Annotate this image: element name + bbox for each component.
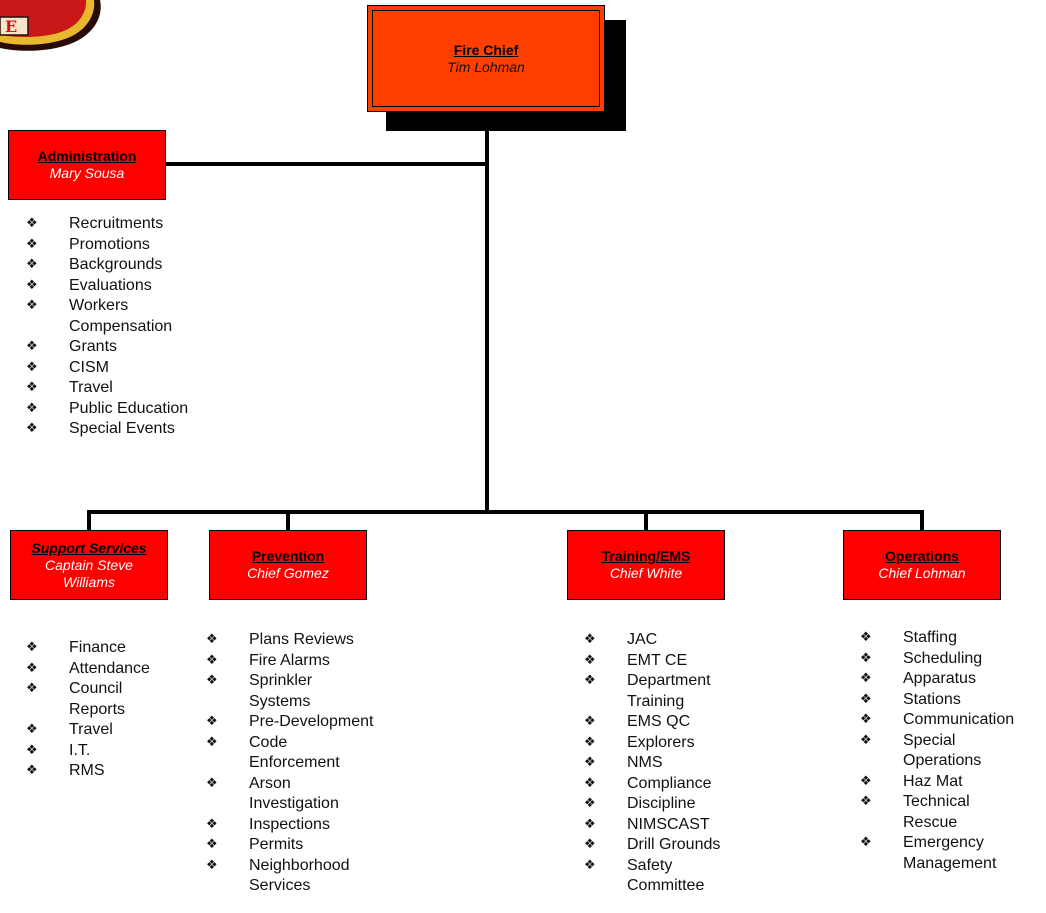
administration-duty-item: Recruitments [26, 214, 226, 235]
support-services-duty-item: I.T. [26, 741, 156, 762]
prevention-title: Prevention [251, 548, 325, 564]
administration-duty-item: Special Events [26, 419, 226, 440]
administration-duty-item: Travel [26, 378, 226, 399]
support-services-duty-item: Travel [26, 720, 156, 741]
administration-duty-item: Backgrounds [26, 255, 226, 276]
operations-duty-item: Special Operations [860, 731, 1013, 772]
training-ems-head-name: Chief White [609, 565, 683, 581]
operations-title: Operations [885, 548, 959, 564]
training-ems-duty-item: Explorers [584, 733, 744, 754]
operations-duty-item: Communication [860, 710, 1046, 731]
training-ems-duty-item: NMS [584, 753, 744, 774]
support-services-duty-item: Attendance [26, 659, 156, 680]
support-services-duties-list: Finance Attendance Council Reports Trave… [26, 638, 156, 782]
training-ems-duties-list: JAC EMT CE Department Training EMS QC Ex… [584, 630, 744, 897]
prevention-duty-item: Fire Alarms [206, 651, 406, 672]
administration-title: Administration [37, 148, 137, 164]
prevention-duty-item: Sprinkler Systems [206, 671, 369, 712]
support-services-title: Support Services [31, 539, 147, 556]
prevention-duty-item: Arson Investigation [206, 774, 379, 815]
training-ems-title: Training/EMS [601, 548, 691, 564]
operations-duties-list: Staffing Scheduling Apparatus Stations C… [860, 628, 1046, 874]
prevention-duty-item: Neighborhood Services [206, 856, 389, 897]
training-ems-duty-item: Compliance [584, 774, 744, 795]
administration-duty-item: CISM [26, 358, 226, 379]
logo-letter: E [5, 17, 17, 36]
operations-duty-item: Apparatus [860, 669, 1046, 690]
operations-duty-item: Scheduling [860, 649, 1046, 670]
prevention-duty-item: Pre-Development [206, 712, 406, 733]
administration-head-name: Mary Sousa [49, 165, 125, 181]
operations-duty-item: Haz Mat [860, 772, 1046, 793]
fire-chief-box: Fire Chief Tim Lohman [367, 5, 605, 112]
administration-duties-list: Recruitments Promotions Backgrounds Eval… [26, 214, 226, 440]
prevention-duty-item: Code Enforcement [206, 733, 369, 774]
prevention-duties-list: Plans Reviews Fire Alarms Sprinkler Syst… [206, 630, 406, 897]
training-ems-duty-item: Drill Grounds [584, 835, 744, 856]
prevention-box: Prevention Chief Gomez [209, 530, 367, 600]
operations-duty-item: Technical Rescue [860, 792, 1003, 833]
fire-chief-title: Fire Chief [453, 41, 519, 58]
training-ems-duty-item: JAC [584, 630, 744, 651]
fire-chief-name: Tim Lohman [447, 58, 525, 75]
prevention-duty-item: Plans Reviews [206, 630, 406, 651]
administration-duty-item: Grants [26, 337, 226, 358]
operations-duty-item: Emergency Management [860, 833, 1033, 874]
support-services-duty-item: Finance [26, 638, 156, 659]
support-services-box: Support Services Captain Steve Williams [10, 530, 168, 600]
fire-department-logo: E [0, 0, 101, 51]
prevention-duty-item: Inspections [206, 815, 406, 836]
administration-duty-item: Evaluations [26, 276, 226, 297]
training-ems-box: Training/EMS Chief White [567, 530, 725, 600]
support-services-duty-item: RMS [26, 761, 156, 782]
support-services-head-name: Captain Steve Williams [45, 556, 133, 590]
training-ems-duty-item: EMS QC [584, 712, 744, 733]
administration-duty-item: Promotions [26, 235, 226, 256]
operations-duty-item: Stations [860, 690, 1046, 711]
operations-box: Operations Chief Lohman [843, 530, 1001, 600]
training-ems-duty-item: Discipline [584, 794, 744, 815]
training-ems-duty-item: NIMSCAST [584, 815, 744, 836]
administration-duty-item: Workers Compensation [26, 296, 226, 337]
support-services-duty-item: Council Reports [26, 679, 156, 720]
operations-head-name: Chief Lohman [878, 565, 966, 581]
operations-duty-item: Staffing [860, 628, 1046, 649]
prevention-duty-item: Permits [206, 835, 406, 856]
administration-box: Administration Mary Sousa [8, 130, 166, 200]
training-ems-duty-item: EMT CE [584, 651, 744, 672]
prevention-head-name: Chief Gomez [247, 565, 329, 581]
training-ems-duty-item: Safety Committee [584, 856, 737, 897]
administration-duty-item: Public Education [26, 399, 226, 420]
training-ems-duty-item: Department Training [584, 671, 737, 712]
